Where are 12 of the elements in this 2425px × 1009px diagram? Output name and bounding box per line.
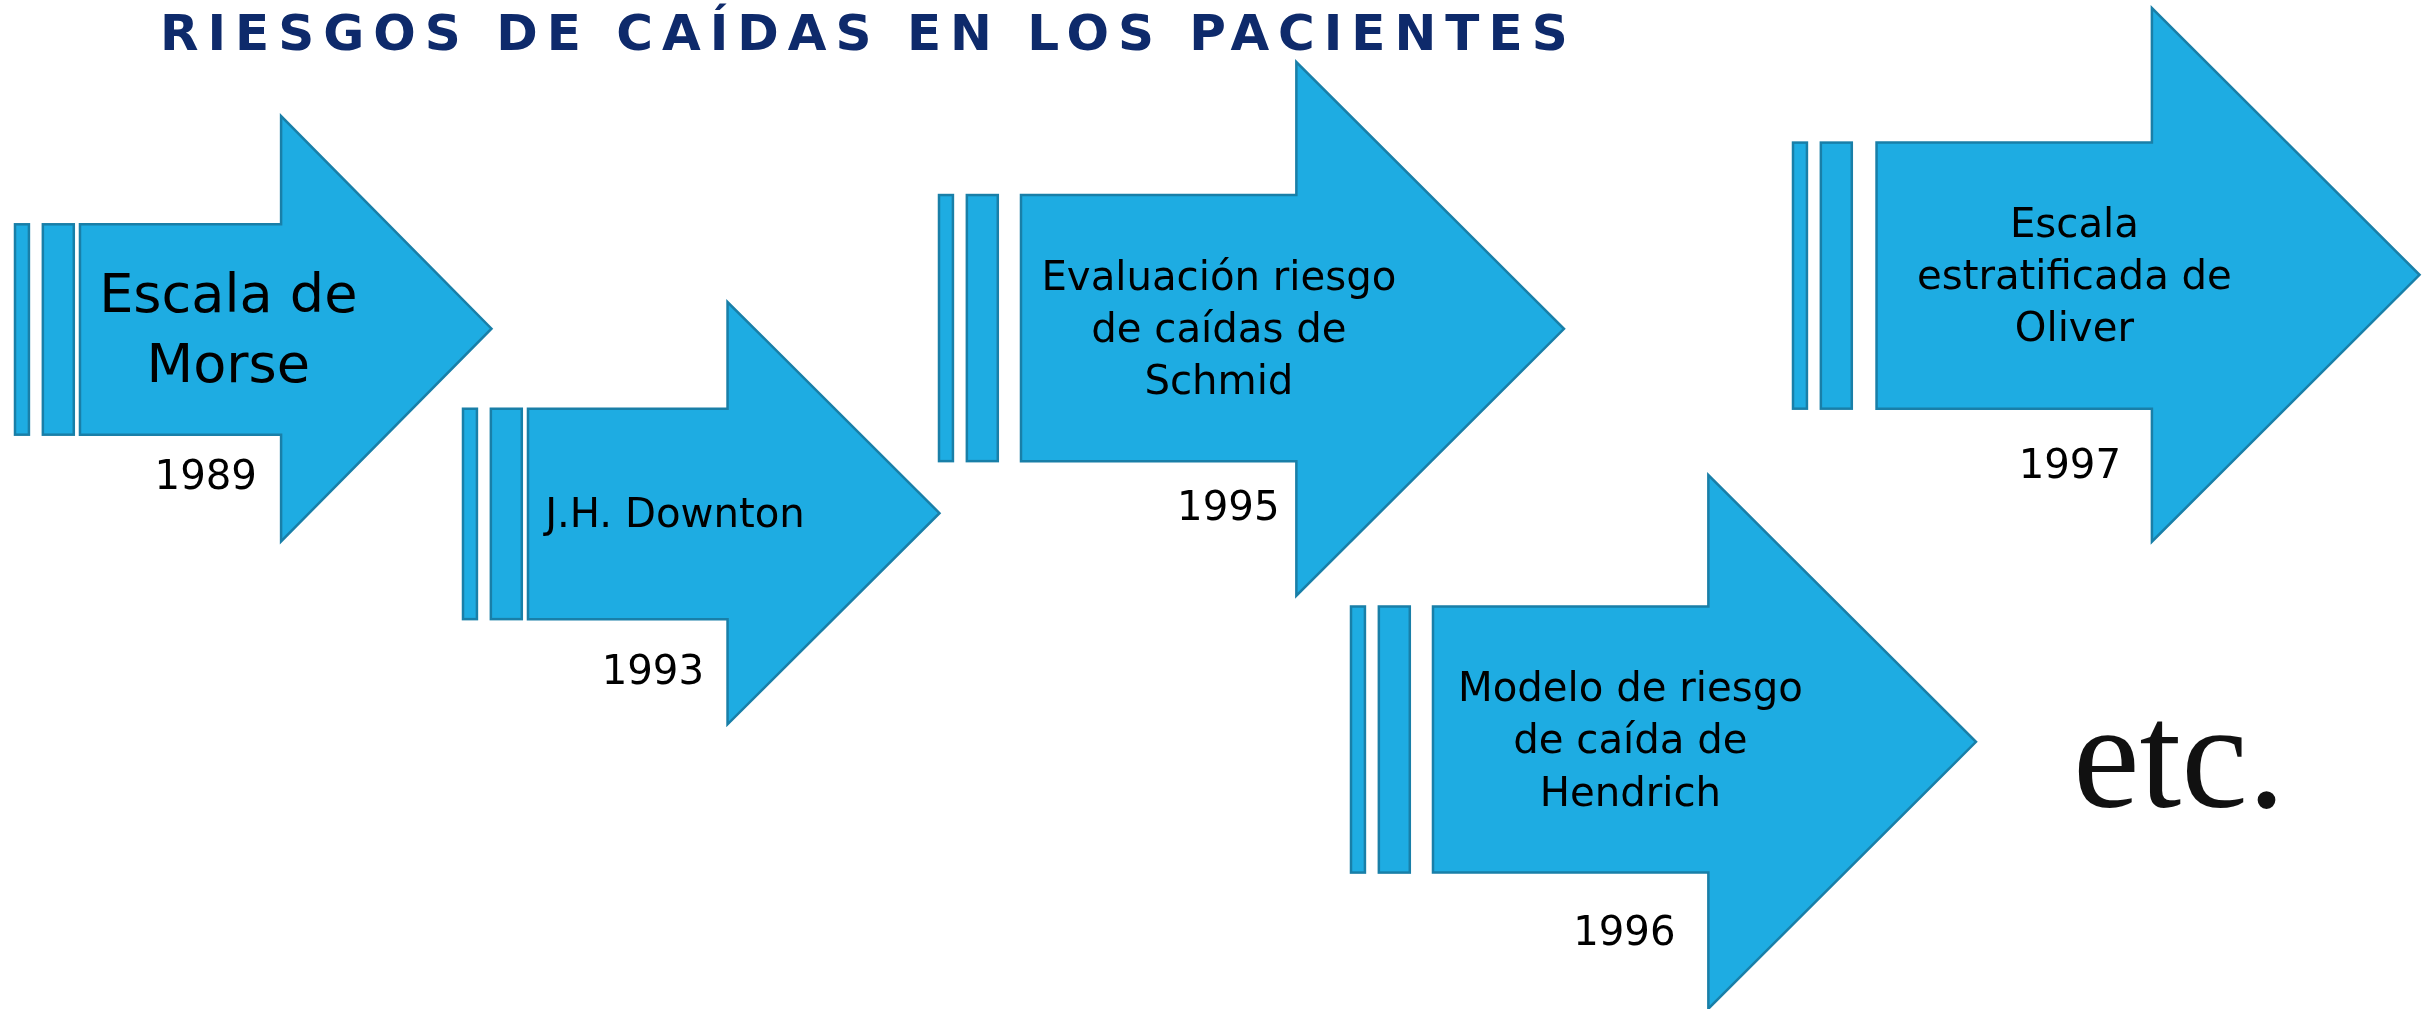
arrow-label: Escala de Morse [98, 261, 359, 398]
year-label: 1996 [1573, 908, 1676, 955]
arrow-label: J.H. Downton [542, 489, 806, 539]
title: RIESGOS DE CAÍDAS EN LOS PACIENTES [160, 4, 1577, 62]
arrow-label: Modelo de riesgo de caída de Hendrich [1457, 663, 1804, 817]
arrow-label: Evaluación riesgo de caídas de Schmid [1040, 251, 1398, 406]
year-label: 1993 [601, 646, 704, 693]
arrow-label: Escala estratificada de Oliver [1915, 198, 2233, 353]
year-label: 1989 [154, 451, 257, 498]
year-label: 1997 [2018, 441, 2122, 488]
year-label: 1995 [1177, 482, 1280, 529]
note-text: etc. [2072, 680, 2286, 831]
